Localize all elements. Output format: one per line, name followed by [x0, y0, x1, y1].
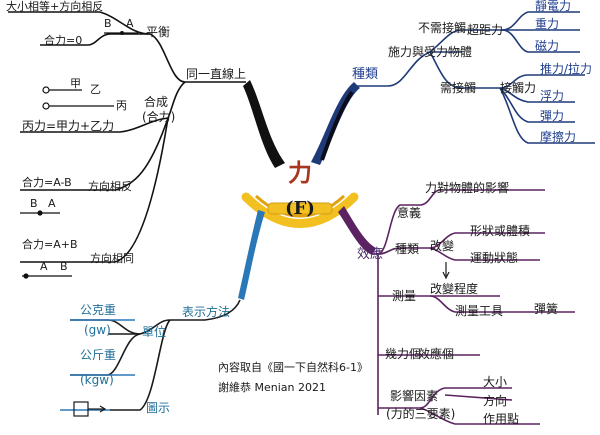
meaning-text: 力對物體的影響 — [425, 180, 509, 195]
kinds-label: 種類 — [352, 66, 378, 82]
factors-subtitle: (力的三要素) — [386, 406, 455, 421]
combine-arrow-3: 丙 — [116, 99, 127, 112]
how-many-effect: 效應個 — [418, 346, 454, 361]
center-arc-inner — [254, 194, 346, 218]
branch-bottom-right — [338, 206, 376, 255]
bottom-left-blue-lines — [60, 319, 135, 411]
force-diagram-icon — [73, 401, 107, 417]
opposite-arrow-diagram — [20, 210, 60, 216]
contact-item-elastic: 彈力 — [540, 109, 564, 123]
balance-header: 大小相等+方向相反 — [6, 0, 103, 13]
ranged-item-static: 靜電力 — [535, 0, 571, 13]
factors-label: 影響因素 — [390, 388, 438, 403]
measure-change: 改變程度 — [430, 281, 478, 296]
change-down-arrowhead — [442, 271, 450, 280]
representation-label: 表示方法 — [182, 304, 230, 319]
opposite-point-b: B — [30, 197, 38, 210]
same-dir-arrow-diagram — [22, 273, 72, 279]
combine-arrow-diagram — [42, 86, 114, 110]
same-dir-point-b: B — [60, 260, 68, 273]
gram-weight: 公克重 — [80, 303, 116, 317]
branch-bottom-left — [238, 210, 265, 300]
change-shape: 形狀或體積 — [470, 223, 530, 238]
opposite-point-a: A — [48, 197, 56, 210]
opposite-label: 方向相反 — [88, 179, 132, 193]
branch-top-left — [243, 80, 285, 168]
change-label: 改變 — [430, 238, 454, 253]
top-left-connectors — [8, 11, 246, 263]
non-contact-label: 不需接觸 — [418, 20, 466, 35]
center-title: 力 — [288, 158, 312, 187]
combine-label-2: (合力) — [142, 109, 175, 124]
contact-label: 需接觸 — [440, 80, 476, 95]
opposite-formula: 合力=A-B — [22, 175, 72, 189]
measure-tools: 測量工具 — [455, 304, 503, 318]
contact-item-push-pull: 推力/拉力 — [540, 61, 592, 76]
branch-top-right-dark — [320, 90, 354, 161]
combine-arrow-2: 乙 — [90, 83, 101, 96]
kg-weight-unit: (kgw) — [80, 373, 114, 387]
central-node: 力 (F) — [241, 158, 359, 228]
ranged-item-gravity: 重力 — [535, 17, 559, 31]
types-label: 種類 — [395, 242, 419, 256]
center-symbol: (F) — [285, 198, 315, 219]
unit-label: 單位 — [142, 324, 166, 339]
credit-line-1: 內容取自《國一下自然科6-1》 — [218, 360, 368, 374]
factor-size: 大小 — [483, 375, 507, 389]
top-right-connectors — [352, 11, 595, 144]
balance-formula: 合力=0 — [44, 33, 82, 47]
by-contact-label: 施力與受力物體 — [388, 45, 472, 59]
combine-arrow-1: 甲 — [70, 77, 81, 90]
combine-label: 合成 — [144, 94, 168, 109]
contact-force-label: 接觸力 — [500, 80, 536, 95]
meaning-label: 意義 — [397, 205, 421, 220]
balance-arrow-diagram — [104, 31, 138, 35]
ranged-item-magnetic: 磁力 — [535, 38, 559, 53]
spring-label: 彈簧 — [534, 301, 558, 316]
kg-weight: 公斤重 — [80, 348, 116, 362]
same-dir-label: 方向相同 — [90, 251, 134, 265]
center-banner — [267, 202, 333, 215]
balance-label: 平衡 — [146, 25, 170, 39]
effect-label: 效應 — [357, 246, 383, 262]
bottom-right-connectors — [372, 189, 575, 425]
contact-item-friction: 摩擦力 — [540, 129, 576, 144]
balance-point-b: B — [104, 17, 112, 30]
factor-point: 作用點 — [483, 412, 519, 426]
same-dir-formula: 合力=A+B — [22, 237, 78, 251]
diagram-label: 圖示 — [146, 401, 170, 415]
same-line-label: 同一直線上 — [186, 66, 246, 81]
change-motion: 運動狀態 — [470, 250, 518, 265]
combine-formula: 丙力=甲力+乙力 — [22, 119, 114, 133]
how-many-label: 幾力個 — [385, 347, 421, 361]
same-dir-point-a: A — [40, 260, 48, 273]
contact-item-buoyancy: 浮力 — [540, 89, 564, 103]
balance-point-a: A — [126, 17, 134, 30]
credit-line-2: 謝維恭 Menian 2021 — [218, 380, 326, 394]
center-arc-outer — [241, 192, 359, 228]
ranged-force-label: 超距力 — [467, 22, 503, 37]
factor-direction: 方向 — [483, 393, 507, 408]
measure-label: 測量 — [392, 289, 416, 303]
gram-weight-unit: (gw) — [84, 323, 111, 337]
